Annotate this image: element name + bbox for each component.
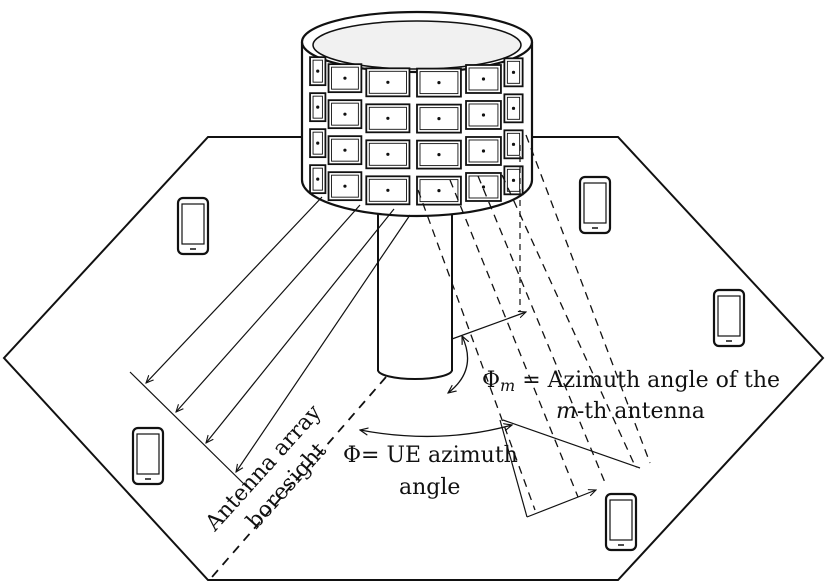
- propagation-arrow: [176, 204, 361, 412]
- antenna-element: [465, 172, 502, 202]
- antenna-element: [365, 139, 411, 170]
- antenna-element: [309, 92, 327, 123]
- projection-lines-right: [417, 134, 651, 511]
- propagation-arrow: [236, 214, 411, 472]
- antenna-element: [365, 67, 411, 98]
- wavefront-line: [129, 371, 248, 488]
- antenna-element: [465, 64, 502, 94]
- phi-m-label: Φm = Azimuth angle of the m-th antenna: [482, 368, 780, 424]
- antenna-element: [416, 67, 462, 98]
- upper-measure-line: [451, 312, 526, 340]
- antenna-element: [365, 175, 411, 206]
- phone-icon: [176, 196, 210, 256]
- boresight-line: [211, 376, 387, 578]
- phone-icon: [712, 288, 746, 348]
- antenna-element: [327, 99, 363, 130]
- phone-icon: [604, 492, 638, 552]
- antenna-element: [327, 171, 363, 202]
- phi-m-arc: [448, 336, 468, 393]
- projection-line: [501, 174, 637, 469]
- antenna-element: [465, 136, 502, 166]
- svg-text:m-th antenna: m-th antenna: [556, 399, 705, 424]
- antenna-element: [503, 93, 524, 124]
- angle-ref-line: [499, 419, 528, 518]
- lower-measure-line: [526, 490, 596, 518]
- svg-text:angle: angle: [399, 475, 460, 500]
- propagation-arrow: [146, 196, 323, 383]
- svg-text:Φ= UE azimuth: Φ= UE azimuth: [343, 443, 518, 468]
- propagation-arrows-left: [129, 196, 411, 488]
- antenna-element: [416, 175, 462, 206]
- antenna-element: [503, 129, 524, 160]
- phi-arc: [360, 425, 512, 438]
- antenna-element: [327, 135, 363, 166]
- antenna-drum: [300, 10, 534, 218]
- projection-line: [449, 179, 579, 498]
- projection-baseline: [502, 419, 641, 469]
- antenna-element: [465, 100, 502, 130]
- propagation-arrow: [206, 208, 395, 443]
- antenna-mast: [377, 209, 453, 380]
- phone-icon: [578, 175, 612, 235]
- projection-line: [525, 134, 651, 464]
- antenna-element: [327, 63, 363, 94]
- antenna-element: [365, 103, 411, 134]
- antenna-element: [503, 57, 524, 88]
- antenna-element: [309, 56, 327, 87]
- antenna-element: [416, 103, 462, 134]
- antenna-element: [416, 139, 462, 170]
- projection-line: [417, 189, 536, 511]
- svg-text:Φm = Azimuth angle of the: Φm = Azimuth angle of the: [482, 368, 780, 395]
- antenna-element: [309, 164, 327, 195]
- antenna-element: [309, 128, 327, 159]
- phi-label: Φ= UE azimuth angle: [343, 443, 518, 500]
- phone-icon: [131, 426, 165, 486]
